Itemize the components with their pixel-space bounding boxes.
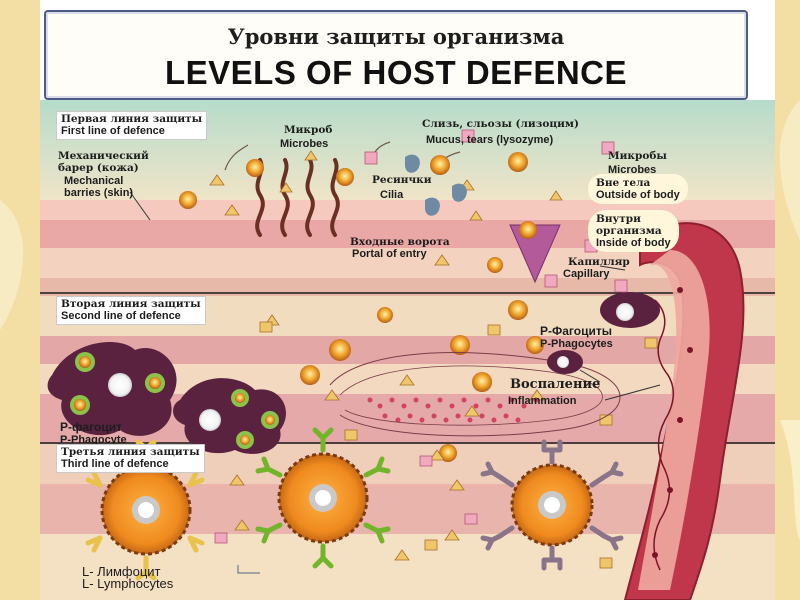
microbe-label-english: Microbes [280,138,329,150]
diagram-illustration [40,100,775,600]
p-phagocytes-english: P-Phagocytes [540,338,613,350]
title-russian: Уровни защиты организма [227,24,565,49]
outside-of-body-label: Вне тела Outside of body [588,174,688,204]
p-phagocytes-russian: Р-Фагоциты [540,324,612,338]
cilia-label-english: Cilia [380,189,404,201]
second-line-label: Вторая линия защиты Second line of defen… [56,296,206,325]
inside-of-body-label: Внутри организма Inside of body [588,210,679,252]
microbes-right-english: Microbes [608,164,657,176]
title-box: Уровни защиты организма LEVELS OF HOST D… [44,10,748,100]
third-line-russian: Третья линия защиты [61,446,200,458]
mucus-label-russian: Слизь, сльозы (лизоцим) [422,118,579,130]
second-line-russian: Вторая линия защиты [61,298,201,310]
title-english: LEVELS OF HOST DEFENCE [164,54,628,91]
lymphocyte-english: L- Lymphocytes [82,576,174,591]
lymphocyte-russian: L- Лимфоцит [82,564,161,579]
inflammation-russian: Воспаление [510,377,601,392]
host-defence-diagram: Первая линия защиты First line of defenc… [40,100,775,600]
microbe-label-russian: Микроб [284,124,333,136]
inside-english: Inside of body [596,237,671,249]
slide-panel: Уровни защиты организма LEVELS OF HOST D… [40,0,775,600]
inside-russian-1: Внутри [596,213,641,225]
capillary-russian: Капилляр [568,256,630,268]
cilia-label-russian: Ресинчки [372,174,432,186]
third-line-english: Third line of defence [61,458,169,470]
outside-russian: Вне тела [596,177,651,189]
mechanical-barrier-russian-1: Механический [58,150,149,162]
mechanical-barrier-russian-2: барер (кожа) [58,162,139,174]
outside-english: Outside of body [596,189,680,201]
p-phagocyte-english: P-Phagocyte [60,434,127,446]
portal-of-entry-english: Portal of entry [352,248,427,260]
inflammation-english: Inflammation [508,395,577,407]
first-line-russian: Первая линия защиты [61,113,203,125]
second-line-english: Second line of defence [61,310,181,322]
first-line-label: Первая линия защиты First line of defenc… [56,111,208,140]
p-phagocyte-russian: Р-фагоцит [60,420,122,434]
microbes-right-russian: Микробы [608,150,667,162]
third-line-label: Третья линия защиты Third line of defenc… [56,444,205,473]
inside-russian-2: организма [596,225,662,237]
first-line-english: First line of defence [61,125,165,137]
mechanical-barrier-english-2: barries (skin) [64,187,134,199]
capillary-english: Capillary [563,268,610,280]
mechanical-barrier-english-1: Mechanical [64,175,124,187]
portal-of-entry-russian: Входные ворота [350,236,450,248]
mucus-label-english: Mucus, tears (lysozyme) [426,134,554,146]
